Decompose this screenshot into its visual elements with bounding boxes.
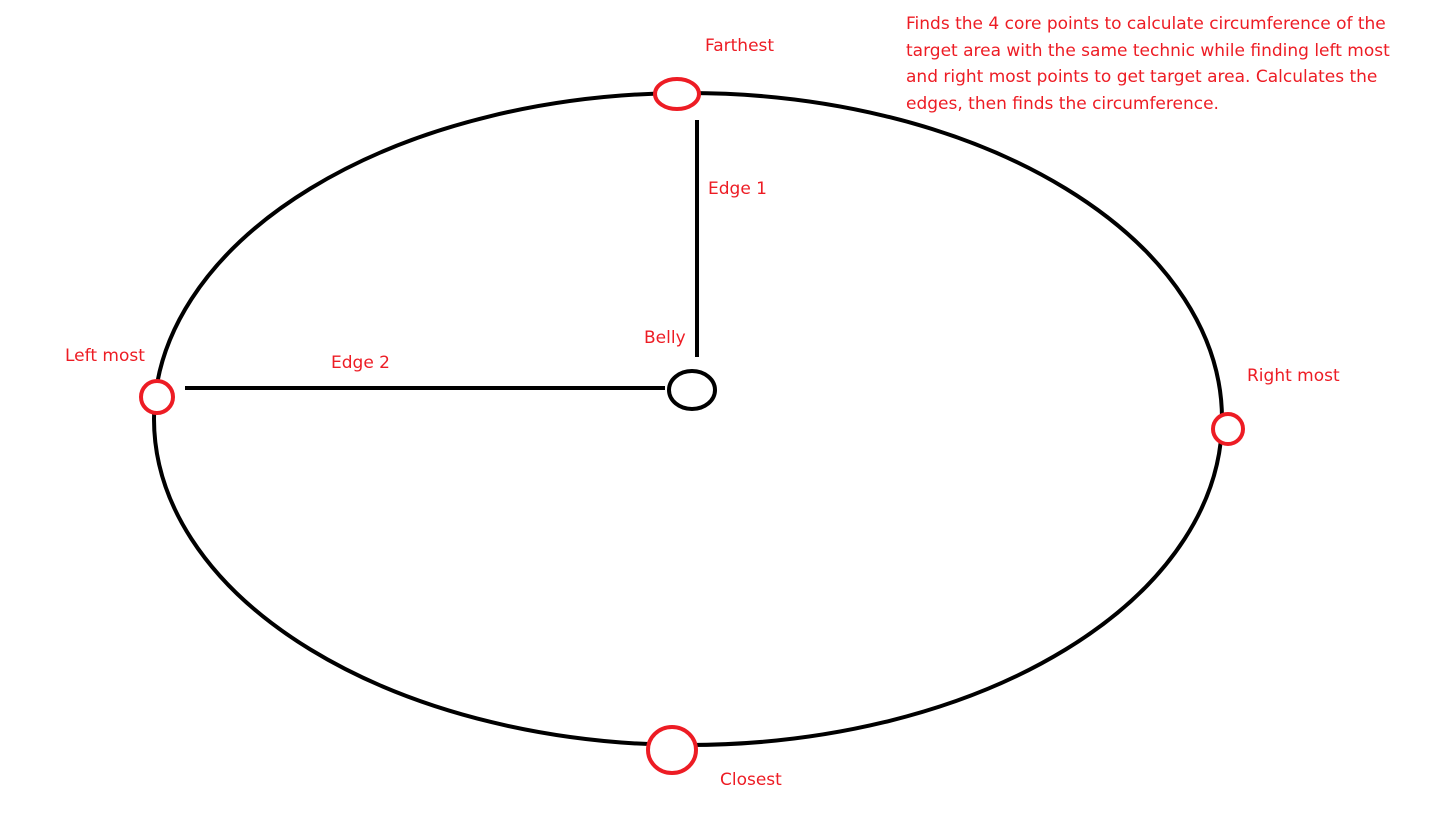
target-area-ellipse [152,91,1224,747]
edge-1-label: Edge 1 [708,179,768,199]
edge-2-label: Edge 2 [331,353,391,373]
belly-label: Belly [644,328,686,348]
farthest-label: Farthest [705,36,775,56]
left-most-label: Left most [65,346,145,366]
closest-label: Closest [720,770,782,790]
farthest-point-marker [653,77,701,111]
belly-marker [667,369,717,411]
right-most-label: Right most [1247,366,1340,386]
description-note: Finds the 4 core points to calculate cir… [906,14,1390,114]
closest-point-marker [646,725,698,775]
right-most-point-marker [1211,412,1245,446]
left-most-point-marker [139,379,175,415]
